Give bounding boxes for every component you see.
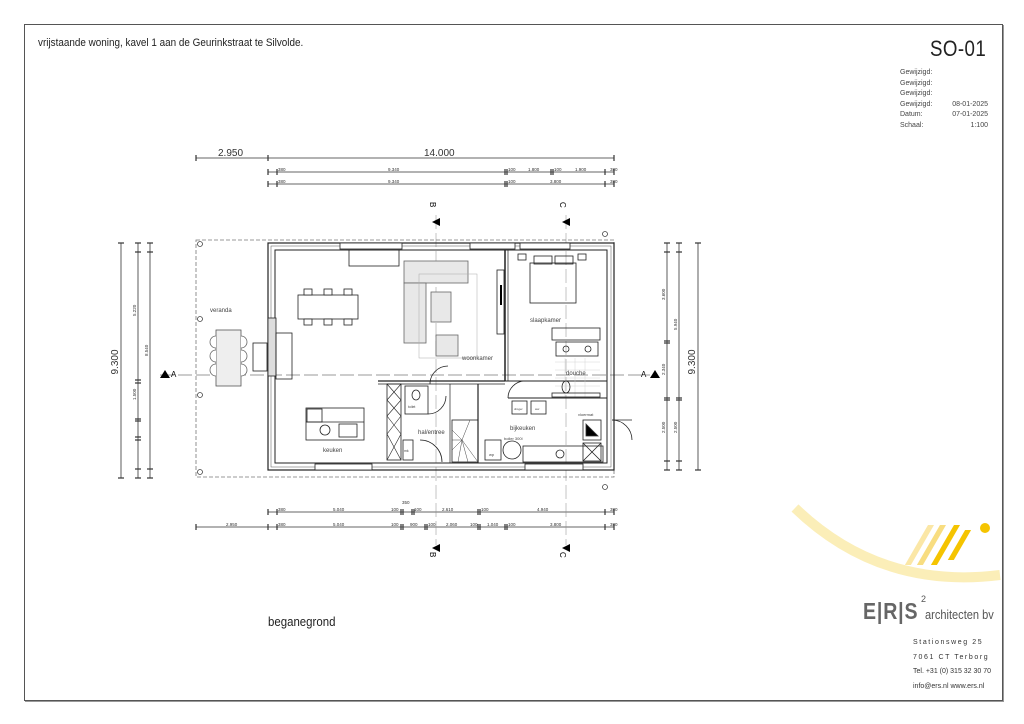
svg-text:380: 380 — [610, 179, 618, 184]
dining-table — [297, 294, 359, 320]
ers-logo-subtitle: architecten bv — [925, 607, 994, 622]
svg-text:5.040: 5.040 — [333, 507, 345, 512]
project-title: vrijstaande woning, kavel 1 aan de Geuri… — [38, 37, 304, 49]
svg-text:keuken: keuken — [323, 448, 342, 454]
svg-text:woonkamer: woonkamer — [461, 356, 493, 362]
svg-text:vloermat: vloermat — [578, 412, 594, 417]
svg-text:380: 380 — [610, 522, 618, 527]
svg-text:8.540: 8.540 — [144, 344, 149, 356]
svg-text:2.060: 2.060 — [446, 522, 458, 527]
svg-text:douche: douche — [566, 371, 586, 377]
sofa — [403, 260, 469, 357]
svg-text:2.950: 2.950 — [226, 522, 238, 527]
ers-logo-text: E|R|S — [863, 598, 919, 624]
svg-text:A: A — [641, 370, 647, 379]
svg-text:4.940: 4.940 — [537, 507, 549, 512]
title-block-row: Datum:07-01-2025 — [900, 111, 988, 119]
title-block-row: Gewijzigd: — [900, 79, 933, 87]
svg-text:A: A — [171, 370, 177, 379]
svg-text:1.500: 1.500 — [132, 388, 137, 400]
title-block-row: Gewijzigd: — [900, 69, 933, 76]
address-city: 7061 CT Terborg — [913, 653, 990, 661]
svg-text:9.340: 9.340 — [388, 179, 400, 184]
svg-text:C: C — [558, 202, 567, 208]
floor-label: beganegrond — [268, 614, 336, 629]
sheet-number: SO-01 — [930, 36, 987, 61]
svg-text:C: C — [558, 552, 567, 558]
svg-text:100: 100 — [481, 507, 489, 512]
svg-text:2.340: 2.340 — [661, 363, 666, 375]
kitchen-island — [305, 407, 365, 441]
firm-address: Stationsweg 25 7061 CT Terborg Tel. +31 … — [913, 636, 992, 694]
svg-text:1.900: 1.900 — [575, 167, 587, 172]
svg-text:100: 100 — [414, 507, 422, 512]
svg-text:2.950: 2.950 — [218, 148, 243, 159]
svg-text:3.800: 3.800 — [550, 179, 562, 184]
drawing-sheet — [24, 24, 1003, 701]
svg-text:bijkeuken: bijkeuken — [510, 426, 535, 432]
svg-text:14.000: 14.000 — [424, 148, 455, 159]
svg-text:100: 100 — [508, 167, 516, 172]
svg-text:380: 380 — [278, 522, 286, 527]
title-block: Gewijzigd: Gewijzigd: Gewijzigd: Gewijzi… — [900, 68, 988, 132]
svg-text:100: 100 — [428, 522, 436, 527]
svg-text:droger: droger — [514, 407, 523, 411]
svg-text:boiler 300l: boiler 300l — [504, 436, 523, 441]
svg-text:3.600: 3.600 — [661, 288, 666, 300]
svg-text:5.940: 5.940 — [673, 318, 678, 330]
svg-text:100: 100 — [554, 167, 562, 172]
svg-text:900: 900 — [410, 522, 418, 527]
svg-text:380: 380 — [610, 507, 618, 512]
svg-text:1.040: 1.040 — [487, 522, 499, 527]
svg-text:100: 100 — [391, 507, 399, 512]
firm-logo: E|R|S 2 architecten bv — [863, 594, 994, 625]
svg-text:5.040: 5.040 — [333, 522, 345, 527]
svg-text:380: 380 — [610, 167, 618, 172]
svg-text:100: 100 — [391, 522, 399, 527]
svg-text:9.340: 9.340 — [388, 167, 400, 172]
svg-text:380: 380 — [278, 179, 286, 184]
svg-text:hal/entree: hal/entree — [418, 430, 445, 436]
svg-text:380: 380 — [278, 167, 286, 172]
svg-text:100: 100 — [508, 522, 516, 527]
svg-text:2.500: 2.500 — [661, 421, 666, 433]
svg-text:5.220: 5.220 — [132, 304, 137, 316]
svg-text:veranda: veranda — [210, 308, 232, 314]
address-street: Stationsweg 25 — [913, 639, 984, 646]
address-email-web: info@ers.nl www.ers.nl — [913, 682, 985, 690]
svg-text:wp: wp — [489, 452, 495, 457]
svg-text:9.300: 9.300 — [687, 349, 698, 374]
svg-text:100: 100 — [470, 522, 478, 527]
title-block-row: Gewijzigd:08-01-2025 — [900, 100, 988, 108]
svg-text:350: 350 — [402, 500, 410, 505]
svg-text:3.800: 3.800 — [550, 522, 562, 527]
svg-text:B: B — [428, 202, 437, 207]
svg-text:ww: ww — [535, 407, 540, 411]
title-block-row: Schaal:1:100 — [900, 121, 988, 129]
veranda-table — [215, 329, 242, 387]
svg-text:2.610: 2.610 — [442, 507, 454, 512]
svg-text:B: B — [428, 552, 437, 557]
svg-text:9.300: 9.300 — [110, 349, 121, 374]
svg-text:mk: mk — [404, 449, 409, 453]
svg-text:100: 100 — [508, 179, 516, 184]
svg-text:1.800: 1.800 — [528, 167, 540, 172]
ers-logo-superscript: 2 — [921, 594, 927, 604]
bed — [529, 262, 577, 304]
ers-logo-graphic — [791, 504, 1001, 583]
svg-text:slaapkamer: slaapkamer — [530, 318, 561, 324]
svg-text:toilet: toilet — [408, 405, 415, 409]
title-block-row: Gewijzigd: — [900, 90, 933, 98]
address-phone: Tel. +31 (0) 315 32 30 70 — [913, 668, 992, 675]
svg-text:2.500: 2.500 — [673, 421, 678, 433]
svg-text:380: 380 — [278, 507, 286, 512]
